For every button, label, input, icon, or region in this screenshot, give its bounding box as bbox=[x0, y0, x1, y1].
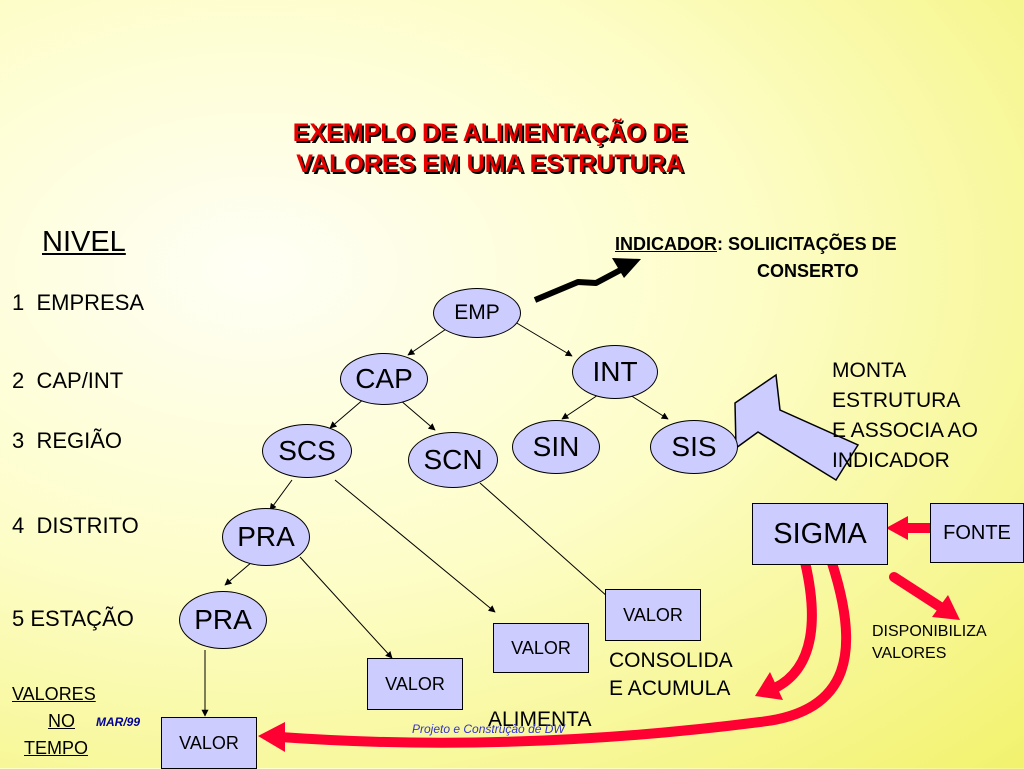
node-pra-station: PRA bbox=[179, 591, 267, 649]
indicator-arrow bbox=[533, 263, 630, 303]
monta-line-4: INDICADOR bbox=[832, 449, 950, 472]
monta-line-1: MONTA bbox=[832, 359, 907, 382]
level-4-label: 4 DISTRITO bbox=[12, 513, 139, 538]
alimenta-text: ALIMENTA bbox=[488, 708, 592, 731]
alimenta-arrow bbox=[275, 558, 852, 748]
level-1-label: 1 EMPRESA bbox=[12, 290, 145, 315]
edge-cap-scn bbox=[399, 399, 436, 431]
node-cap: CAP bbox=[340, 353, 428, 405]
indicator-label: INDICADOR bbox=[615, 234, 717, 254]
consolida-line-2: E ACUMULA bbox=[609, 677, 731, 700]
node-sin: SIN bbox=[512, 420, 600, 474]
edge-pra-pra bbox=[224, 561, 253, 586]
title-line-1: EXEMPLO DE ALIMENTAÇÃO DE bbox=[292, 119, 688, 147]
node-emp: EMP bbox=[433, 288, 521, 338]
edge-emp-int bbox=[514, 321, 573, 357]
monta-line-3: E ASSOCIA AO bbox=[832, 419, 978, 442]
edge-cap-scs bbox=[329, 397, 366, 429]
valor-box-pra: VALOR bbox=[367, 658, 463, 710]
consolida-text: CONSOLIDA E ACUMULA bbox=[609, 647, 733, 703]
edge-scn-valor bbox=[479, 482, 609, 598]
edge-scs-valor bbox=[334, 479, 496, 613]
disponibiliza-line-1: DISPONIBILIZA bbox=[872, 623, 987, 640]
edge-pra-valor bbox=[299, 556, 393, 659]
indicator-text-line-1: : SOLIICITAÇÕES DE bbox=[717, 234, 897, 254]
disponibiliza-line-2: VALORES bbox=[872, 645, 947, 662]
edge-int-sin bbox=[561, 394, 599, 420]
red-arrow-heads bbox=[258, 516, 960, 752]
valor-box-station: VALOR bbox=[161, 717, 257, 769]
level-2-label: 2 CAP/INT bbox=[12, 368, 124, 393]
monta-line-2: ESTRUTURA bbox=[832, 389, 961, 412]
valor-box-scs: VALOR bbox=[493, 623, 589, 673]
levels-heading: NIVEL bbox=[42, 226, 126, 258]
monta-text: MONTA ESTRUTURA E ASSOCIA AO INDICADOR bbox=[832, 356, 978, 476]
valor-box-scn: VALOR bbox=[605, 589, 701, 641]
disponibiliza-text: DISPONIBILIZA VALORES bbox=[872, 621, 987, 665]
consolida-arrow bbox=[770, 557, 817, 693]
level-5-label: 5 ESTAÇÃO bbox=[12, 606, 134, 631]
fonte-box: FONTE bbox=[930, 503, 1024, 563]
page-title: EXEMPLO DE ALIMENTAÇÃO DE VALORES EM UMA… bbox=[200, 118, 780, 180]
tempo-label: TEMPO bbox=[24, 738, 89, 758]
no-label: NO bbox=[48, 711, 75, 731]
monta-arrow bbox=[734, 373, 860, 482]
edge-int-sis bbox=[629, 394, 669, 420]
footer-date: MAR/99 bbox=[96, 715, 141, 729]
sigma-box: SIGMA bbox=[752, 503, 888, 565]
valores-label: VALORES bbox=[12, 684, 96, 704]
indicator-arrow-head bbox=[612, 258, 641, 278]
node-pra-district: PRA bbox=[222, 508, 310, 566]
edge-scs-pra bbox=[269, 479, 293, 511]
footer-project: Projeto e Construção de DW bbox=[412, 722, 565, 736]
node-scs: SCS bbox=[262, 424, 352, 478]
level-3-label: 3 REGIÃO bbox=[12, 428, 123, 453]
node-scn: SCN bbox=[408, 432, 498, 488]
sigma-disponibiliza-arrow bbox=[889, 572, 950, 615]
indicator-text-line-2: CONSERTO bbox=[757, 261, 859, 281]
node-int: INT bbox=[572, 345, 658, 399]
node-sis: SIS bbox=[650, 420, 738, 474]
consolida-line-1: CONSOLIDA bbox=[609, 649, 733, 672]
title-line-2: VALORES EM UMA ESTRUTURA bbox=[296, 150, 684, 178]
indicator-block: INDICADOR: SOLIICITAÇÕES DE CONSERTO bbox=[615, 231, 897, 285]
